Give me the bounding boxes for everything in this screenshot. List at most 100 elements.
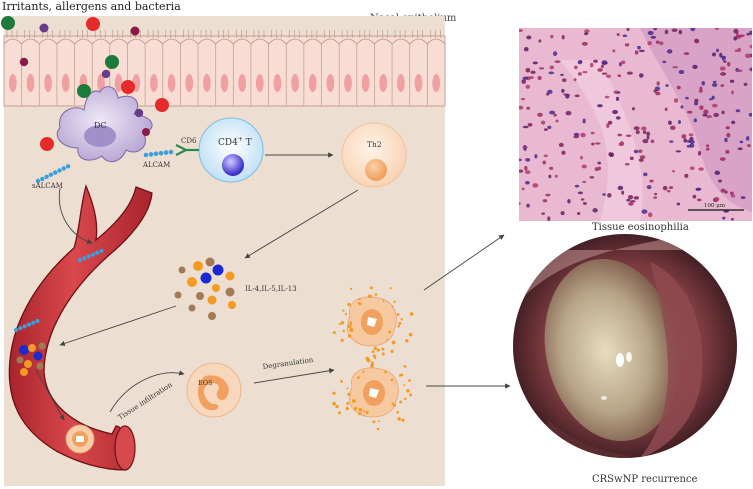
tissue-nucleus — [537, 112, 543, 117]
tissue-nucleus — [729, 79, 735, 83]
tissue-nucleus — [747, 144, 751, 148]
tissue-nucleus — [589, 176, 595, 179]
tissue-nucleus — [561, 78, 567, 83]
granule-dot — [377, 420, 380, 423]
tissue-nucleus — [656, 81, 660, 86]
tissue-nucleus — [580, 198, 585, 201]
tissue-nucleus — [526, 35, 532, 40]
granule-dot — [373, 357, 377, 360]
granule-dot — [382, 300, 385, 303]
granule-dot — [389, 287, 392, 290]
tissue-nucleus — [590, 131, 595, 135]
tissue-nucleus — [680, 105, 684, 109]
cytokine-particle — [200, 272, 212, 284]
granule-dot — [346, 387, 349, 390]
tissue-nucleus — [713, 197, 720, 202]
salcam-bead — [53, 170, 58, 175]
tissue-nucleus — [714, 170, 720, 175]
tissue-nucleus — [521, 187, 525, 191]
tissue-nucleus — [519, 169, 524, 173]
tissue-nucleus — [711, 83, 718, 87]
granule-dot — [390, 349, 394, 353]
tissue-nucleus — [528, 76, 534, 80]
tissue-nucleus — [725, 149, 730, 154]
tissue-nucleus — [526, 106, 531, 110]
granule-dot — [369, 286, 373, 290]
tissue-nucleus — [647, 41, 652, 46]
tissue-nucleus — [519, 202, 521, 205]
tissue-nucleus — [560, 73, 564, 76]
tissue-nucleus — [641, 209, 648, 214]
epithelial-nucleus — [44, 74, 52, 92]
tissue-nucleus — [655, 91, 661, 96]
granule-dot — [348, 334, 352, 338]
tissue-nucleus — [740, 196, 746, 199]
tissue-nucleus — [701, 81, 705, 86]
alcam-bead — [148, 152, 154, 157]
tissue-nucleus — [617, 74, 622, 78]
tissue-nucleus — [582, 180, 587, 184]
tissue-nucleus — [703, 109, 709, 115]
tissue-nucleus — [519, 105, 524, 110]
tissue-nucleus — [719, 66, 726, 71]
tissue-nucleus — [695, 187, 702, 191]
granule-dot — [358, 412, 362, 416]
degranulating-eosinophils — [347, 296, 399, 418]
vessel-cytokines — [16, 342, 46, 376]
vessel-cytokine — [28, 344, 36, 352]
tissue-nucleus — [646, 131, 651, 137]
tissue-nucleus — [694, 38, 700, 44]
tissue-nucleus — [519, 158, 522, 162]
allergen-particle — [130, 26, 140, 36]
granule-dot — [340, 380, 344, 383]
cytokine-particle — [228, 301, 236, 309]
granule-dot — [365, 410, 369, 415]
epithelial-nucleus — [379, 74, 388, 92]
tissue-nucleus — [602, 193, 606, 196]
tissue-nucleus — [711, 95, 715, 100]
nasal-epithelium — [3, 30, 446, 107]
tissue-eosinophilia-label: Tissue eosinophilia — [592, 222, 689, 233]
granule-dot — [362, 370, 365, 373]
cytokine-particle — [225, 287, 235, 297]
tissue-nucleus — [726, 132, 731, 138]
epithelial-nucleus — [97, 74, 105, 92]
granule-dot — [349, 287, 353, 291]
tissue-nucleus — [638, 158, 644, 162]
tissue-nucleus — [662, 185, 668, 191]
vessel-cytokine — [19, 345, 29, 355]
tissue-nucleus — [672, 170, 675, 173]
tissue-nucleus — [655, 40, 660, 44]
allergen-particle — [1, 16, 15, 30]
tissue-nucleus — [659, 41, 664, 46]
granule-dot — [393, 300, 396, 304]
tissue-nucleus — [662, 60, 667, 64]
tissue-nucleus — [597, 68, 603, 72]
cd4-t-cell — [198, 117, 264, 183]
tissue-nucleus — [523, 47, 529, 52]
epithelial-cilia — [268, 38, 287, 45]
granule-dots — [332, 286, 414, 431]
tissue-nucleus — [745, 136, 750, 141]
tissue-nucleus — [522, 145, 528, 149]
interleukin-label: IL-4,IL-5,IL-13 — [245, 285, 297, 293]
tissue-nucleus — [618, 142, 624, 147]
tissue-nucleus — [573, 132, 580, 137]
granule-dot — [340, 321, 345, 325]
arrow-to-eosinophilia — [423, 234, 505, 291]
scale-bar-label: 100 μm — [704, 203, 726, 209]
tissue-nucleus — [576, 212, 581, 215]
tissue-nucleus — [582, 202, 587, 206]
epithelial-nucleus — [238, 74, 247, 92]
tissue-nucleus — [647, 212, 653, 218]
epithelial-nucleus — [202, 74, 211, 92]
tissue-nucleus — [668, 120, 672, 125]
granule-dot — [401, 418, 405, 422]
cytokine-particle — [178, 266, 186, 274]
epithelial-cilia — [74, 38, 93, 45]
tissue-nucleus — [532, 183, 539, 188]
tissue-nucleus — [577, 60, 582, 65]
tissue-nucleus — [542, 160, 546, 165]
granule-dot — [374, 293, 378, 296]
